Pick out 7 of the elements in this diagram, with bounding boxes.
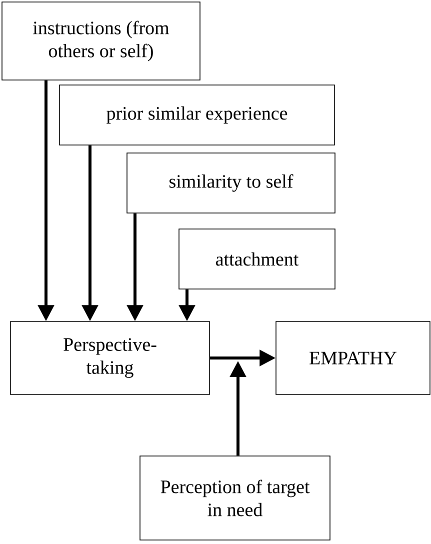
text-box: EMPATHY: [276, 321, 430, 395]
text-box: Perspective-taking: [10, 321, 210, 395]
text-box: instructions (from others or self): [2, 2, 200, 80]
text-box: Perception of target in need: [140, 456, 330, 540]
text-box: similarity to self: [126, 152, 336, 214]
text-box: attachment: [178, 228, 336, 290]
text-box: prior similar experience: [59, 84, 335, 146]
